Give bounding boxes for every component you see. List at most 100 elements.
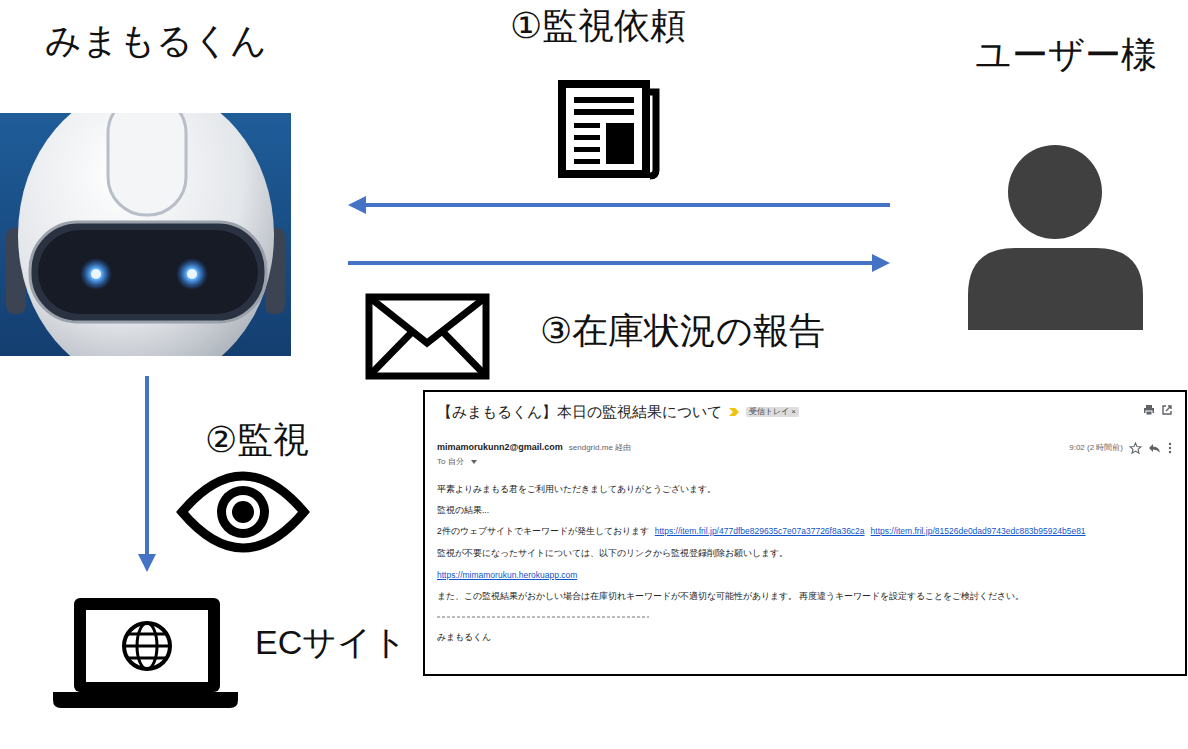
- caret-glyph: [470, 459, 478, 465]
- email-link: https://item.fril.jp/477dfbe829635c7e07a…: [655, 526, 865, 537]
- email-row: To 自分: [437, 457, 478, 467]
- newspaper-page: [562, 84, 646, 174]
- flow-arrow: [145, 376, 149, 558]
- robot-eye-glow: [80, 258, 112, 290]
- email-row: https://mimamorukun.herokuapp.com: [437, 570, 577, 581]
- dash-glyph-part: [437, 617, 649, 618]
- node-heading: ECサイト: [255, 622, 407, 663]
- recipient: To 自分: [437, 457, 464, 467]
- more-icon: [1167, 442, 1173, 454]
- user-node: ユーザー様: [890, 28, 1165, 330]
- more-glyph-part: [1169, 447, 1171, 449]
- robot-eye-glow: [176, 258, 208, 290]
- email-row: [437, 614, 649, 620]
- globe-outline: [124, 623, 170, 669]
- user-head: [1008, 145, 1102, 239]
- email-row: みまもるくん: [437, 632, 491, 643]
- robot-eye: [187, 269, 197, 279]
- print-glyph-part: [1146, 405, 1152, 408]
- eye-iris: [217, 486, 269, 538]
- laptop-base: [53, 692, 238, 708]
- email-link: https://item.fril.jp/81526de0dad9743edc8…: [871, 526, 1086, 537]
- node-heading: みまもるくん: [45, 19, 267, 62]
- eye-ring: [226, 495, 260, 529]
- chev-glyph-part: [729, 408, 739, 416]
- robot-visor-rim: [30, 222, 266, 322]
- newspaper-photo: [606, 123, 634, 164]
- reply-glyph: [1148, 442, 1161, 454]
- robot-head: [18, 113, 274, 356]
- robot-crest: [108, 113, 186, 215]
- edge-label: ③在庫状況の報告: [540, 309, 825, 352]
- newspaper-line: [574, 159, 600, 164]
- newspaper-line: [574, 135, 600, 140]
- more-glyph: [1167, 442, 1173, 454]
- caret-glyph-part: [471, 460, 477, 464]
- edge-label: ①監視依頼: [510, 4, 686, 47]
- caret-icon: [470, 459, 478, 465]
- star-glyph: [1129, 442, 1142, 454]
- user-body: [968, 248, 1143, 330]
- open-glyph: [1161, 404, 1173, 416]
- email-row: 平素よりみまもる君をご利用いただきましてありがとうございます。: [437, 484, 716, 495]
- eye-icon: [182, 476, 304, 548]
- sender-via: sendgrid.me 経由: [569, 443, 631, 453]
- email-row: 2件のウェブサイトでキーワードが発生しておりますhttps://item.fri…: [437, 526, 1086, 537]
- email-link: https://mimamorukun.herokuapp.com: [437, 570, 577, 581]
- open-icon: [1161, 404, 1173, 416]
- email-row: [1143, 404, 1173, 416]
- email-body-text: 監視の結果...: [437, 505, 489, 516]
- email-subject: 【みまもるくん】本日の監視結果について: [437, 402, 722, 422]
- email-row: 9:02 (2 時間前): [1069, 442, 1173, 454]
- newspaper-icon: [562, 84, 656, 176]
- print-glyph: [1143, 404, 1155, 416]
- more-glyph-part: [1169, 443, 1171, 445]
- dash-glyph: [437, 614, 649, 620]
- email-box: 【みまもるくん】本日の監視結果について受信トレイ × mimamorukunn2@…: [423, 390, 1187, 676]
- eye-pupil: [232, 501, 254, 523]
- eye-outline: [182, 476, 304, 548]
- email-signature: みまもるくん: [437, 632, 491, 643]
- email-row: 【みまもるくん】本日の監視結果について受信トレイ ×: [437, 402, 799, 422]
- newspaper-line: [574, 109, 634, 115]
- open-glyph-part: [1163, 406, 1171, 414]
- email-body-text: また、この監視結果がおかしい場合は在庫切れキーワードが不適切な可能性があります。…: [437, 591, 1024, 602]
- node-heading: ユーザー様: [975, 33, 1157, 76]
- chev-glyph: [728, 407, 740, 417]
- email-body-text: 監視が不要になったサイトについては、以下のリンクから監視登録削除お願いします。: [437, 548, 788, 559]
- newspaper-line: [574, 147, 600, 152]
- star-glyph-part: [1130, 443, 1141, 453]
- envelope-fold: [369, 332, 486, 376]
- envelope-body: [369, 297, 486, 376]
- sender-address: mimamorukunn2@gmail.com: [437, 442, 563, 454]
- reply-glyph-part: [1149, 444, 1160, 453]
- edge-label: ②監視: [205, 418, 309, 461]
- more-glyph-part: [1169, 451, 1171, 453]
- email-row: また、この監視結果がおかしい場合は在庫切れキーワードが不適切な可能性があります。…: [437, 591, 1024, 602]
- laptop-icon: [53, 598, 238, 708]
- email-row: 監視の結果...: [437, 505, 489, 516]
- reply-icon: [1148, 442, 1161, 454]
- flow-arrow: [348, 261, 876, 265]
- email-body-text: 平素よりみまもる君をご利用いただきましてありがとうございます。: [437, 484, 716, 495]
- print-icon: [1143, 404, 1155, 416]
- robot-illustration: [0, 113, 291, 356]
- newspaper-line: [574, 123, 600, 128]
- chev-icon: [728, 407, 740, 417]
- dash-icon: [437, 614, 649, 620]
- email-row: mimamorukunn2@gmail.com sendgrid.me 経由: [437, 442, 631, 454]
- ec-site-node: ECサイト: [53, 572, 418, 708]
- envelope-icon: [369, 297, 486, 376]
- robot-eye: [91, 269, 101, 279]
- laptop-frame: [74, 598, 220, 692]
- print-glyph-part: [1146, 411, 1152, 415]
- email-row: 監視が不要になったサイトについては、以下のリンクから監視登録削除お願いします。: [437, 548, 788, 559]
- flow-arrow: [362, 203, 890, 207]
- globe-parallel: [124, 634, 170, 658]
- laptop-screen: [86, 610, 208, 682]
- robot-visor: [38, 230, 258, 314]
- robot-node: みまもるくん: [0, 15, 348, 376]
- user-icon: [968, 145, 1143, 330]
- newspaper-line: [574, 97, 634, 103]
